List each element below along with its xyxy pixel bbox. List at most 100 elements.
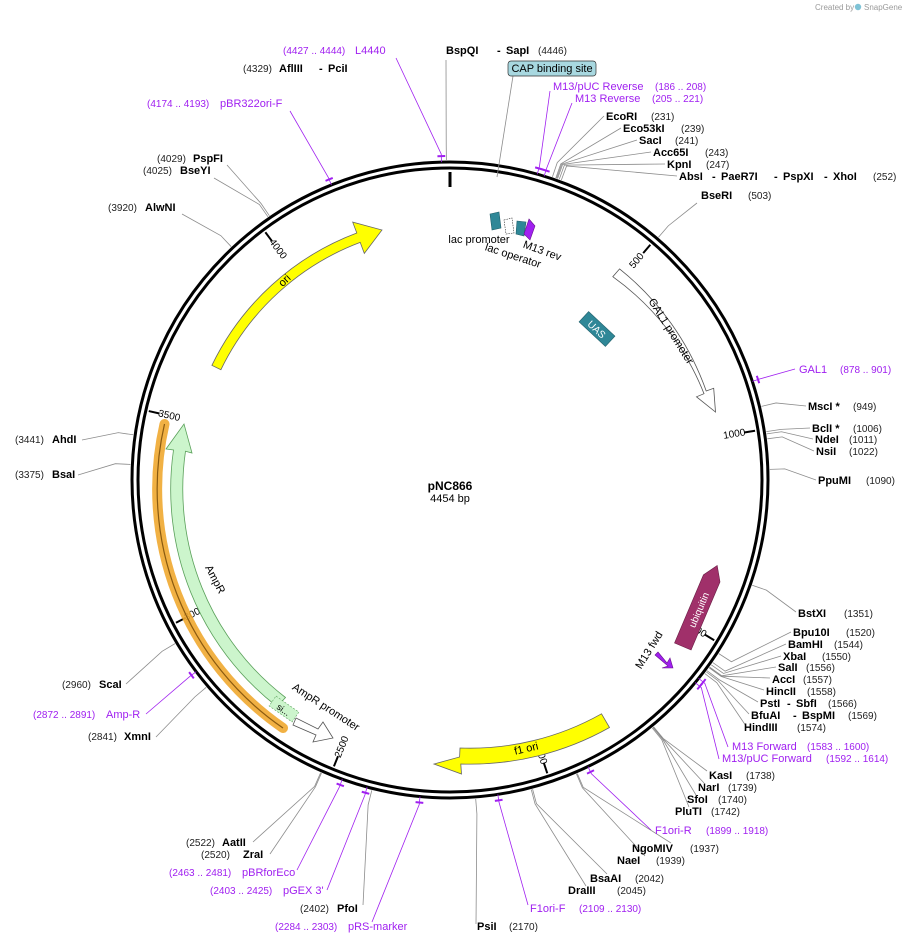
site-label-nari[interactable]: NarI (1739) <box>698 782 757 794</box>
f1-ori-arrow[interactable] <box>432 713 611 775</box>
primer-label-pbr322ori-f[interactable]: (4174 .. 4193) pBR322ori-F <box>147 98 283 110</box>
leader-primer-f1ori-r <box>587 766 652 831</box>
site-label-bpu10i[interactable]: Bpu10I (1520) <box>793 627 875 639</box>
site-label-draiii[interactable]: DraIII (2045) <box>568 885 646 897</box>
site-label-ecori[interactable]: EcoRI (231) <box>606 111 674 123</box>
ori-arrow[interactable] <box>211 221 383 371</box>
site-label-aatii[interactable]: (2522) AatII <box>186 837 246 849</box>
leader-ahdi <box>81 432 134 441</box>
ampr-arrow[interactable] <box>165 423 287 708</box>
site-label-eco53ki[interactable]: Eco53kI (239) <box>623 123 704 135</box>
primer-label-pbrforeco[interactable]: (2463 .. 2481) pBRforEco <box>169 867 295 879</box>
leader-zrai <box>269 772 322 855</box>
site-label-bamhi[interactable]: BamHI (1544) <box>788 639 863 651</box>
site-position: (4025) <box>143 166 172 177</box>
ampr-promoter-feature[interactable]: AmpR promoter <box>290 681 362 743</box>
site-label-afliii[interactable]: (4329) AflIII - PciI <box>243 63 348 75</box>
site-name: AflIII <box>279 63 303 75</box>
site-label-hincii[interactable]: HincII (1558) <box>766 686 836 698</box>
site-separator: - <box>793 710 797 722</box>
site-position: (1740) <box>718 795 747 806</box>
primer-position: (186 .. 208) <box>655 82 706 93</box>
site-label-pspfi[interactable]: (4029) PspFI <box>157 153 223 165</box>
site-name: PpuMI <box>818 475 851 487</box>
site-separator: - <box>712 171 716 183</box>
site-label-ndei[interactable]: NdeI (1011) <box>815 434 877 446</box>
site-label-nsii[interactable]: NsiI (1022) <box>816 446 878 458</box>
site-label-acci[interactable]: AccI (1557) <box>772 674 832 686</box>
primer-name: Amp-R <box>106 709 140 721</box>
primer-label-prs-marker[interactable]: (2284 .. 2303) pRS-marker <box>275 921 408 933</box>
cap-binding-site[interactable]: CAP binding site <box>496 60 597 178</box>
site-separator: - <box>787 698 791 710</box>
site-label-kpni[interactable]: KpnI (247) <box>667 159 729 171</box>
site-label-acc65i[interactable]: Acc65I (243) <box>653 147 728 159</box>
ubiquitin-arrow <box>674 564 721 651</box>
site-label-kasi[interactable]: KasI (1738) <box>709 770 775 782</box>
uas-feature[interactable]: UAS <box>578 311 616 347</box>
site-label-bcli[interactable]: BclI * (1006) <box>812 423 882 435</box>
leader-layer <box>77 57 817 925</box>
primer-position: (2872 .. 2891) <box>33 710 95 721</box>
site-label-xbai[interactable]: XbaI (1550) <box>783 651 851 663</box>
primer-label-m13-fwd[interactable]: M13 Forward (1583 .. 1600) <box>732 741 869 753</box>
primer-label-gal1[interactable]: GAL1 (878 .. 901) <box>799 364 891 376</box>
site-label-psii[interactable]: PsiI (2170) <box>477 921 538 933</box>
m13-fwd-feature[interactable]: M13 fwd <box>633 630 674 672</box>
site-position: (4446) <box>538 46 567 57</box>
site-position: (1520) <box>846 628 875 639</box>
gal1-promoter-arrow[interactable] <box>612 268 716 413</box>
primer-mark-m13-rev <box>541 168 550 173</box>
primer-mark-pbrforeco <box>336 782 345 788</box>
site-label-saci[interactable]: SacI (241) <box>639 135 698 147</box>
leader-ndei <box>766 431 814 440</box>
site-label-xmni[interactable]: (2841) XmnI <box>88 731 151 743</box>
primer-label-f1ori-r[interactable]: F1ori-R (1899 .. 1918) <box>655 825 768 837</box>
site-label-bseyi[interactable]: (4025) BseYI <box>143 165 211 177</box>
plasmid-length: 4454 bp <box>430 493 470 505</box>
site-label-pluti[interactable]: PluTI (1742) <box>675 806 740 818</box>
primer-label-amp-r[interactable]: (2872 .. 2891) Amp-R <box>33 709 140 721</box>
site-label-msci[interactable]: MscI * (949) <box>808 401 876 413</box>
primer-label-l4440[interactable]: (4427 .. 4444) L4440 <box>283 45 386 57</box>
site-label-sfoi[interactable]: SfoI (1740) <box>687 794 747 806</box>
site-name: PsiI <box>477 921 497 933</box>
leader-bsaai <box>532 789 608 875</box>
tick-mark-2500 <box>332 755 339 767</box>
site-position: (1739) <box>728 783 757 794</box>
primer-label-m13puc-rev[interactable]: M13/pUC Reverse (186 .. 208) <box>553 81 706 93</box>
site-name-3: PspXI <box>783 171 814 183</box>
site-name-2: SapI <box>506 45 529 57</box>
site-label-bspqi[interactable]: BspQI - SapI (4446) <box>446 45 567 57</box>
site-label-bstxi[interactable]: BstXI (1351) <box>798 608 873 620</box>
primer-name: M13/pUC Forward <box>722 753 812 765</box>
site-separator: - <box>319 63 323 75</box>
site-label-ahdi[interactable]: (3441) AhdI <box>15 434 76 446</box>
site-label-scai[interactable]: (2960) ScaI <box>62 679 122 691</box>
primer-label-pgex3[interactable]: (2403 .. 2425) pGEX 3' <box>210 885 324 897</box>
site-label-sali[interactable]: SalI (1556) <box>778 662 835 674</box>
site-label-psti[interactable]: PstI - SbfI (1566) <box>760 698 857 710</box>
site-label-alwni[interactable]: (3920) AlwNI <box>108 202 176 214</box>
site-label-pfoi[interactable]: (2402) PfoI <box>300 903 358 915</box>
site-label-absi[interactable]: AbsI - PaeR7I - PspXI - XhoI (252) <box>679 171 896 183</box>
primer-label-m13puc-fwd[interactable]: M13/pUC Forward (1592 .. 1614) <box>722 753 888 765</box>
primer-label-m13-rev[interactable]: M13 Reverse (205 .. 221) <box>575 93 703 105</box>
tick-mark-1000 <box>744 429 756 434</box>
site-label-bseri[interactable]: BseRI (503) <box>701 190 771 202</box>
site-label-bfuai[interactable]: BfuAI - BspMI (1569) <box>751 710 877 722</box>
leader-psti <box>706 670 759 703</box>
tick-mark-1500 <box>704 633 715 642</box>
site-label-bsaai[interactable]: BsaAI (2042) <box>590 873 664 885</box>
site-label-hindiii[interactable]: HindIII (1574) <box>744 722 826 734</box>
site-label-naei[interactable]: NaeI (1939) <box>617 855 685 867</box>
lac-features[interactable]: lac promoter lac operator M13 rev <box>448 211 563 271</box>
site-label-bsai[interactable]: (3375) BsaI <box>15 469 75 481</box>
site-label-ppumi[interactable]: PpuMI (1090) <box>818 475 895 487</box>
site-position: (503) <box>748 191 771 202</box>
site-label-ngomiv[interactable]: NgoMIV (1937) <box>632 843 719 855</box>
primer-name: F1ori-R <box>655 825 692 837</box>
site-label-zrai[interactable]: (2520) ZraI <box>201 849 263 861</box>
primer-label-f1ori-f[interactable]: F1ori-F (2109 .. 2130) <box>530 903 641 915</box>
